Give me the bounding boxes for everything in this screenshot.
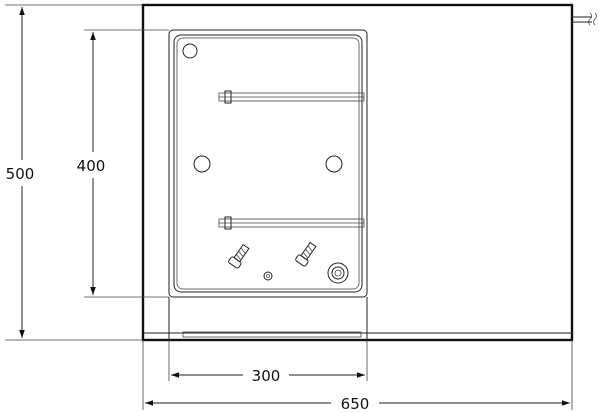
bolt-right-icon xyxy=(295,241,317,267)
bolt-left-icon xyxy=(228,243,250,269)
upper-rail xyxy=(218,90,365,104)
dim-label-300: 300 xyxy=(252,367,281,385)
screw-icon xyxy=(263,271,273,281)
lower-rail xyxy=(218,216,365,230)
pipe-connection-icon xyxy=(572,12,597,26)
dim-overall-height: 500 xyxy=(5,4,143,341)
dim-overall-width: 650 xyxy=(142,340,573,413)
dim-label-400: 400 xyxy=(77,157,106,175)
dim-label-650: 650 xyxy=(341,395,370,413)
inner-panel xyxy=(168,29,368,298)
dim-panel-height: 400 xyxy=(77,29,169,298)
panel-base xyxy=(168,297,368,340)
right-hole-icon xyxy=(325,155,343,173)
dim-label-500: 500 xyxy=(6,165,35,183)
left-hole-icon xyxy=(193,155,211,173)
mounting-hole-icon xyxy=(182,43,198,59)
fitting-icon xyxy=(327,262,349,284)
dim-panel-width: 300 xyxy=(168,340,368,385)
cabinet-outline xyxy=(141,3,574,342)
